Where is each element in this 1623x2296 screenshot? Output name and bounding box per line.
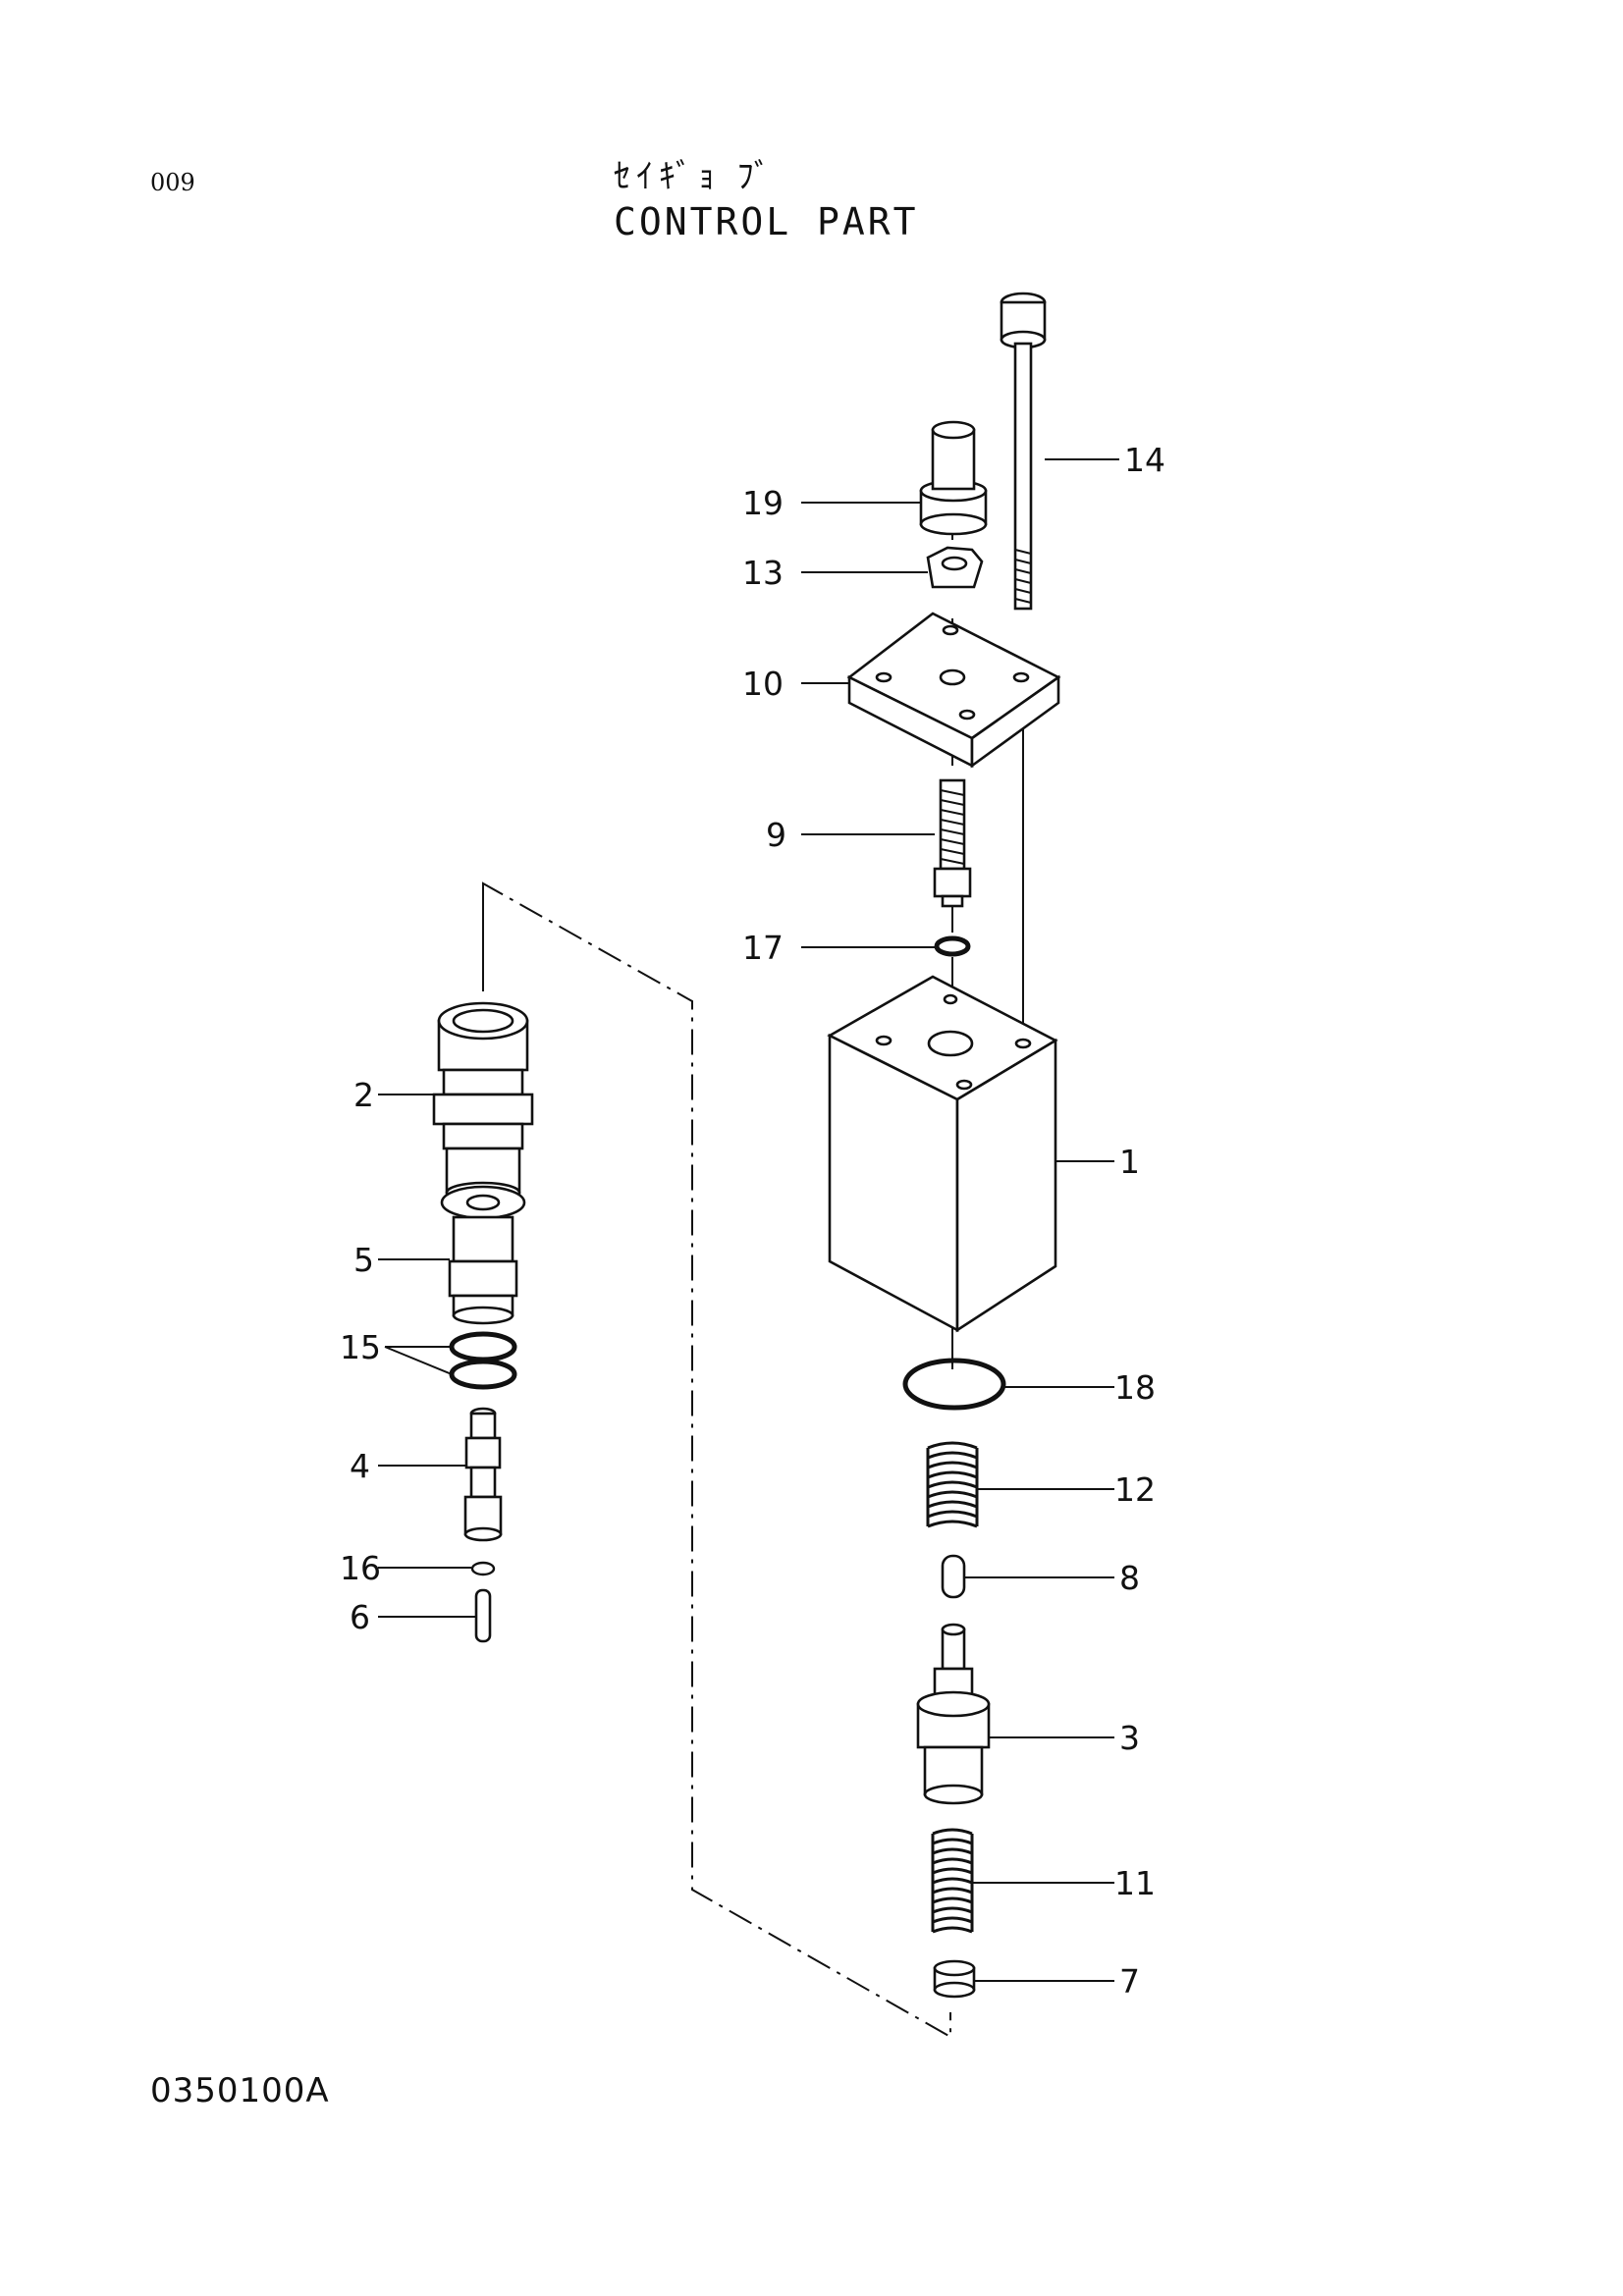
callout-17: 17: [742, 929, 784, 967]
callout-18: 18: [1114, 1368, 1156, 1407]
callout-13: 13: [742, 554, 784, 592]
leader-lines: [378, 458, 1119, 1982]
callout-3: 3: [1119, 1719, 1140, 1757]
part-19-cap: [919, 420, 988, 536]
callout-labels: 14 19 13 10 9 17 1 18 12 8 3 11 7 2 5 15…: [340, 441, 1165, 2001]
callout-6: 6: [350, 1598, 370, 1636]
callout-8: 8: [1119, 1559, 1140, 1597]
callout-4: 4: [350, 1447, 370, 1485]
part-18-o-ring: [902, 1358, 1006, 1411]
part-2-sleeve: [432, 1001, 534, 1204]
part-12-spring: [926, 1441, 979, 1528]
part-8-pin: [941, 1554, 966, 1599]
callout-2: 2: [353, 1076, 374, 1114]
part-4-poppet: [463, 1407, 503, 1542]
part-7-spring-seat: [933, 1959, 976, 1999]
page-title: CONTROL PART: [614, 200, 919, 243]
page-number: 009: [150, 169, 195, 196]
part-11-spring: [931, 1828, 974, 1934]
drawing-code: 0350100A: [150, 2071, 330, 2110]
part-14-bolt: [1000, 292, 1047, 611]
callout-16: 16: [340, 1549, 381, 1587]
callout-11: 11: [1114, 1864, 1156, 1902]
callout-12: 12: [1114, 1470, 1156, 1509]
assembly-dash-dot-path: [482, 881, 951, 2039]
part-9-adjuster-screw: [933, 778, 972, 908]
part-3-spool: [916, 1623, 991, 1805]
callout-19: 19: [742, 484, 784, 522]
part-13-nut: [926, 546, 984, 589]
callout-5: 5: [353, 1241, 374, 1279]
callout-7: 7: [1119, 1962, 1140, 2001]
page-title-japanese: ｾｲｷﾞｮ ﾌﾞ: [614, 157, 777, 196]
callout-14: 14: [1124, 441, 1165, 479]
part-6-pin: [474, 1588, 492, 1643]
callout-1: 1: [1119, 1143, 1140, 1181]
callout-10: 10: [742, 665, 784, 703]
part-15-o-rings: [449, 1331, 517, 1390]
part-17-o-ring: [934, 935, 971, 957]
callout-15: 15: [340, 1328, 381, 1366]
part-5-sleeve: [440, 1185, 526, 1325]
part-16-o-ring: [470, 1561, 496, 1576]
part-1-valve-body: [827, 975, 1058, 1333]
part-10-cover-plate: [846, 612, 1061, 769]
callout-9: 9: [766, 816, 786, 854]
